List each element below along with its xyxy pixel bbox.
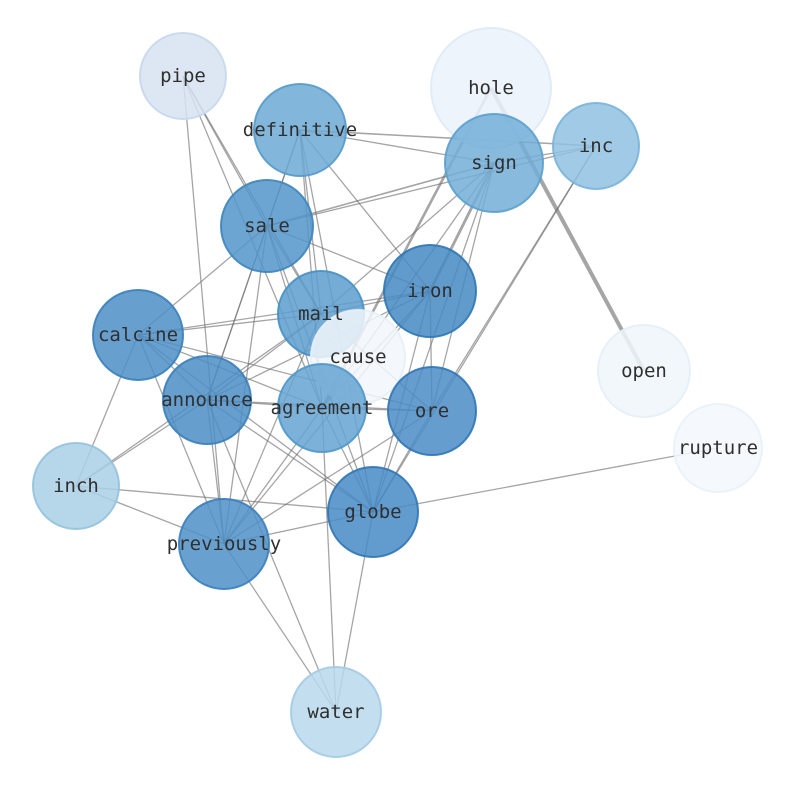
node-circle-sign (444, 113, 544, 213)
edge-pipe-previously (182, 75, 225, 545)
node-circle-sale (220, 179, 314, 273)
node-layer (32, 27, 763, 758)
node-circle-calcine (92, 289, 184, 381)
edge-inc-globe (372, 145, 597, 513)
node-circle-ore (387, 366, 477, 456)
node-circle-previously (178, 498, 270, 590)
node-circle-water (290, 666, 382, 758)
edge-agreement-water (321, 407, 337, 713)
node-circle-pipe (139, 32, 227, 120)
node-circle-definitive (253, 83, 347, 177)
node-circle-iron (383, 244, 477, 338)
node-circle-announce (162, 355, 252, 445)
node-circle-inch (32, 442, 120, 530)
node-circle-rupture (673, 403, 763, 493)
node-circle-inc (552, 102, 640, 190)
node-circle-globe (327, 466, 419, 558)
edge-announce-water (206, 399, 337, 713)
edge-calcine-globe (137, 334, 374, 513)
edge-definitive-inc (299, 129, 597, 147)
node-circle-open (597, 324, 691, 418)
edge-calcine-ore (137, 334, 433, 412)
edge-globe-rupture (372, 447, 719, 513)
node-circle-agreement (277, 363, 367, 453)
